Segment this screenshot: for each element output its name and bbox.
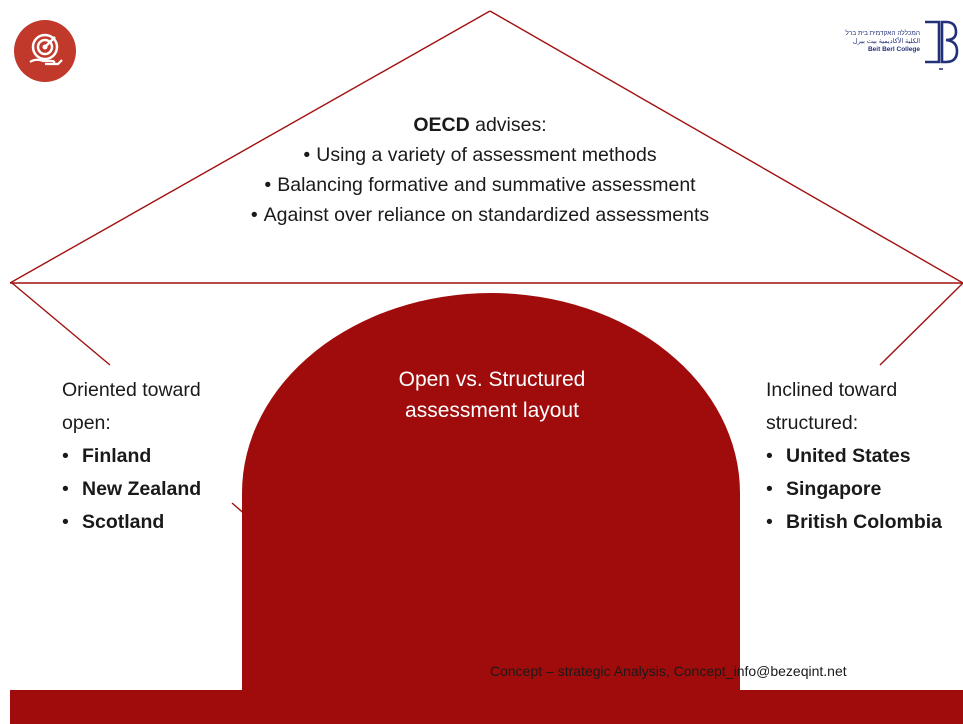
target-in-hand-icon <box>29 33 63 66</box>
list-item: Singapore <box>766 473 956 506</box>
target-logo <box>14 20 76 82</box>
list-item: New Zealand <box>62 473 252 506</box>
oecd-bullet: Balancing formative and summative assess… <box>150 170 810 200</box>
open-countries-panel: Oriented toward open: Finland New Zealan… <box>62 374 252 539</box>
open-heading-line1: Oriented toward <box>62 379 201 401</box>
structured-heading-line1: Inclined toward <box>766 379 898 401</box>
open-countries-list: Finland New Zealand Scotland <box>62 440 252 539</box>
college-logo: המכללה האקדמית בית ברל الكلية الأكاديمية… <box>800 18 960 78</box>
college-logo-text: המכללה האקדמית בית ברל الكلية الأكاديمية… <box>845 30 920 54</box>
list-item: Finland <box>62 440 252 473</box>
oecd-heading-rest: advises: <box>469 114 547 136</box>
college-name-english: Beit Berl College <box>867 46 920 53</box>
college-emblem-icon <box>925 20 959 70</box>
right-upper-diagonal <box>879 282 963 366</box>
college-name-arabic: الكلية الأكاديمية بيت بيرل <box>852 38 920 45</box>
college-name-hebrew: המכללה האקדמית בית ברל <box>845 30 920 37</box>
footer-credit: Concept – strategic Analysis, Concept_in… <box>490 663 847 679</box>
list-item: Scotland <box>62 506 252 539</box>
center-title-line1: Open vs. Structured <box>398 368 586 391</box>
oecd-heading-bold: OECD <box>413 114 470 136</box>
list-item: United States <box>766 440 956 473</box>
structured-countries-list: United States Singapore British Colombia <box>766 440 956 539</box>
left-upper-diagonal <box>11 282 111 366</box>
oecd-bullet: Using a variety of assessment methods <box>150 140 810 170</box>
oecd-advice: OECD advises: Using a variety of assessm… <box>150 110 810 230</box>
bottom-bar <box>10 690 963 724</box>
structured-heading-line2: structured: <box>766 412 859 434</box>
list-item: British Colombia <box>766 506 956 539</box>
center-dome <box>242 293 740 693</box>
center-title-line2: assessment layout <box>405 399 579 422</box>
structured-countries-panel: Inclined toward structured: United State… <box>766 374 956 539</box>
oecd-bullet: Against over reliance on standardized as… <box>150 200 810 230</box>
center-title: Open vs. Structured assessment layout <box>302 364 682 426</box>
open-heading-line2: open: <box>62 412 111 434</box>
oecd-heading: OECD advises: <box>150 110 810 140</box>
